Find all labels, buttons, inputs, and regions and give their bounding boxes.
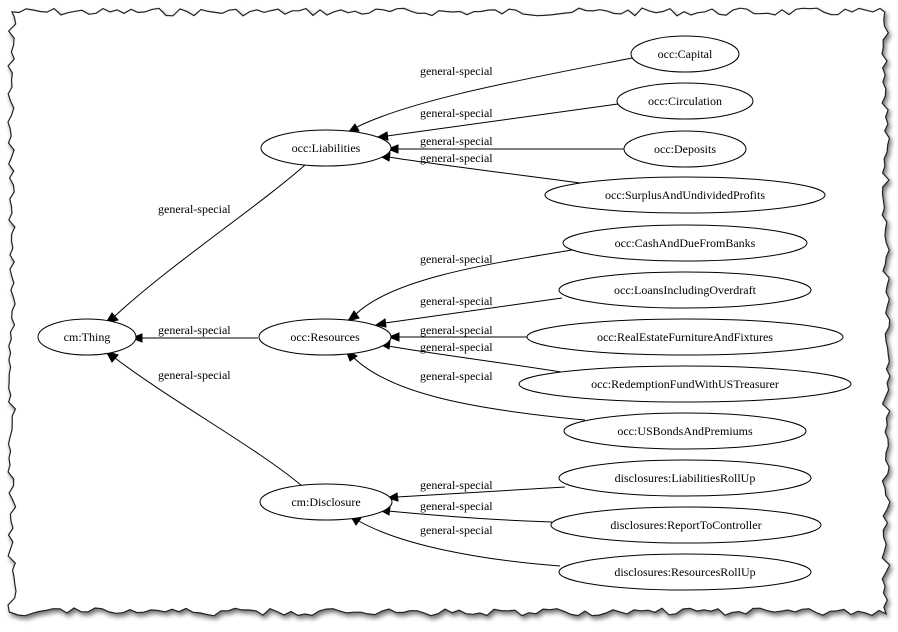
node-redemption[interactable]: occ:RedemptionFundWithUSTreasurer — [518, 365, 852, 403]
edge-cash-resources: general-special — [346, 249, 573, 322]
node-label: occ:CashAndDueFromBanks — [615, 236, 756, 250]
edge-label: general-special — [420, 134, 493, 148]
nodes: cm:Thing occ:Liabilities occ:Resources c… — [37, 35, 852, 591]
node-capital[interactable]: occ:Capital — [630, 35, 740, 73]
node-label: occ:Circulation — [648, 94, 722, 108]
node-ellipse — [37, 318, 137, 356]
node-label: occ:LoansIncludingOverdraft — [614, 283, 757, 297]
edge-line — [114, 357, 303, 487]
edge-label: general-special — [420, 499, 493, 513]
edge-line — [387, 156, 581, 184]
edge-label: general-special — [420, 323, 493, 337]
edge-label: general-special — [158, 368, 231, 382]
edge-loans-resources: general-special — [374, 294, 563, 328]
edge-redemption-resources: general-special — [378, 340, 581, 376]
node-loans[interactable]: occ:LoansIncludingOverdraft — [558, 271, 812, 309]
node-label: occ:Capital — [658, 47, 713, 61]
node-ellipse — [623, 130, 747, 168]
arrowhead — [386, 492, 399, 502]
node-ellipse — [558, 271, 812, 309]
edge-label: general-special — [420, 252, 493, 266]
arrowhead — [386, 144, 399, 154]
edge-resources-thing: general-special — [130, 323, 258, 343]
node-deposits[interactable]: occ:Deposits — [623, 130, 747, 168]
edge-line — [384, 297, 563, 324]
node-ellipse — [630, 35, 740, 73]
node-ellipse — [558, 553, 812, 591]
edge-label: general-special — [420, 106, 493, 120]
edge-line — [354, 57, 633, 129]
node-ellipse — [562, 224, 808, 262]
node-ellipse — [526, 318, 844, 356]
edge-line — [387, 345, 581, 376]
arrowhead — [376, 131, 389, 141]
edge-line — [387, 510, 553, 523]
edge-label: general-special — [158, 202, 231, 216]
edges: general-special general-special general-… — [104, 57, 633, 567]
edge-bonds-resources: general-special — [345, 348, 586, 421]
edge-capital-liabilities: general-special — [346, 57, 633, 134]
edge-circulation-liabilities: general-special — [376, 103, 619, 141]
node-label: disclosures:ResourcesRollUp — [614, 565, 755, 579]
edge-disclosure-thing: general-special — [104, 350, 303, 487]
edge-line — [356, 519, 561, 567]
edge-line — [351, 355, 586, 421]
node-label: disclosures:ReportToController — [610, 518, 761, 532]
node-label: occ:SurplusAndUndividedProfits — [605, 188, 765, 202]
node-ellipse — [616, 82, 754, 120]
node-resrollup[interactable]: disclosures:ResourcesRollUp — [558, 553, 812, 591]
node-label: occ:RealEstateFurnitureAndFixtures — [597, 330, 773, 344]
node-label: cm:Disclosure — [291, 495, 360, 509]
node-label: occ:Resources — [290, 330, 360, 344]
node-disclosure[interactable]: cm:Disclosure — [259, 483, 393, 521]
node-label: occ:Deposits — [654, 142, 716, 156]
node-liabilities[interactable]: occ:Liabilities — [260, 129, 392, 167]
edge-label: general-special — [420, 151, 493, 165]
edge-label: general-special — [420, 523, 493, 537]
node-liabrollup[interactable]: disclosures:LiabilitiesRollUp — [558, 459, 812, 497]
edge-label: general-special — [158, 323, 231, 337]
edge-line — [114, 164, 306, 317]
edge-deposits-liabilities: general-special — [386, 134, 624, 154]
node-ellipse — [258, 318, 392, 356]
node-realestate[interactable]: occ:RealEstateFurnitureAndFixtures — [526, 318, 844, 356]
node-resources[interactable]: occ:Resources — [258, 318, 392, 356]
edge-line — [354, 249, 573, 316]
node-ellipse — [558, 459, 812, 497]
node-label: cm:Thing — [64, 330, 111, 344]
node-ellipse — [260, 129, 392, 167]
node-label: occ:RedemptionFundWithUSTreasurer — [591, 377, 779, 391]
edge-label: general-special — [420, 64, 493, 78]
node-surplus[interactable]: occ:SurplusAndUndividedProfits — [544, 176, 826, 214]
edge-label: general-special — [420, 294, 493, 308]
edge-resrollup-disclosure: general-special — [348, 514, 561, 567]
node-ellipse — [259, 483, 393, 521]
edge-label: general-special — [420, 369, 493, 383]
node-circulation[interactable]: occ:Circulation — [616, 82, 754, 120]
node-label: occ:USBondsAndPremiums — [617, 424, 753, 438]
arrowhead — [130, 333, 143, 343]
node-thing[interactable]: cm:Thing — [37, 318, 137, 356]
edge-liabrollup-disclosure: general-special — [386, 478, 566, 502]
edge-label: general-special — [420, 478, 493, 492]
arrowhead — [346, 310, 360, 322]
edge-line — [386, 103, 619, 137]
node-label: occ:Liabilities — [292, 141, 361, 155]
edge-label: general-special — [420, 340, 493, 354]
edge-realestate-resources: general-special — [387, 323, 527, 342]
node-ellipse — [550, 506, 822, 544]
node-bonds[interactable]: occ:USBondsAndPremiums — [563, 412, 807, 450]
edge-liabilities-thing: general-special — [104, 164, 306, 324]
node-ellipse — [563, 412, 807, 450]
arrowhead — [374, 318, 387, 328]
node-report[interactable]: disclosures:ReportToController — [550, 506, 822, 544]
edge-line — [396, 486, 566, 498]
node-cash[interactable]: occ:CashAndDueFromBanks — [562, 224, 808, 262]
node-ellipse — [518, 365, 852, 403]
node-label: disclosures:LiabilitiesRollUp — [615, 471, 756, 485]
node-ellipse — [544, 176, 826, 214]
arrowhead — [387, 332, 400, 342]
